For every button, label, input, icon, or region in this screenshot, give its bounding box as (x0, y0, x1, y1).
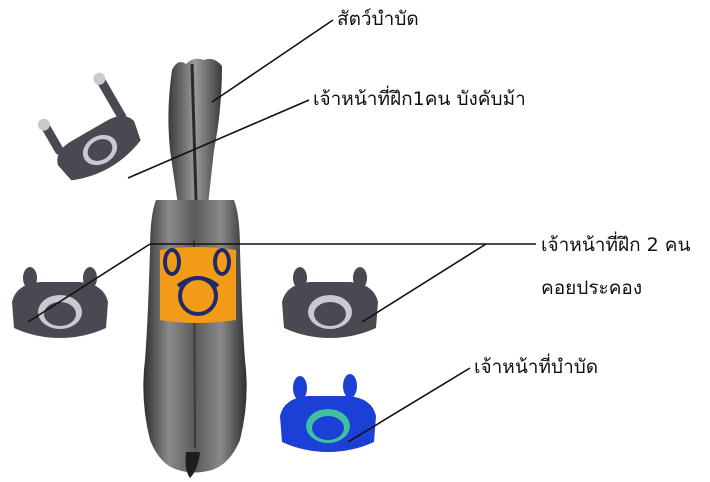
leader-line-trainers-right (362, 244, 486, 322)
right-sidewalker-figure (282, 267, 378, 338)
label-sidewalkers-line2: คอยประคอง (541, 277, 642, 300)
rider-figure (160, 247, 236, 323)
label-handler: เจ้าหน้าที่ฝึก1คน บังคับม้า (313, 88, 526, 111)
left-sidewalker-figure (12, 267, 108, 338)
label-therapy-animal: สัตว์บำบัด (337, 8, 419, 31)
label-therapist: เจ้าหน้าที่บำบัด (474, 356, 598, 379)
handler-figure (28, 69, 148, 189)
therapist-figure (280, 374, 376, 452)
label-sidewalkers-line1: เจ้าหน้าที่ฝึก 2 คน (541, 234, 691, 257)
